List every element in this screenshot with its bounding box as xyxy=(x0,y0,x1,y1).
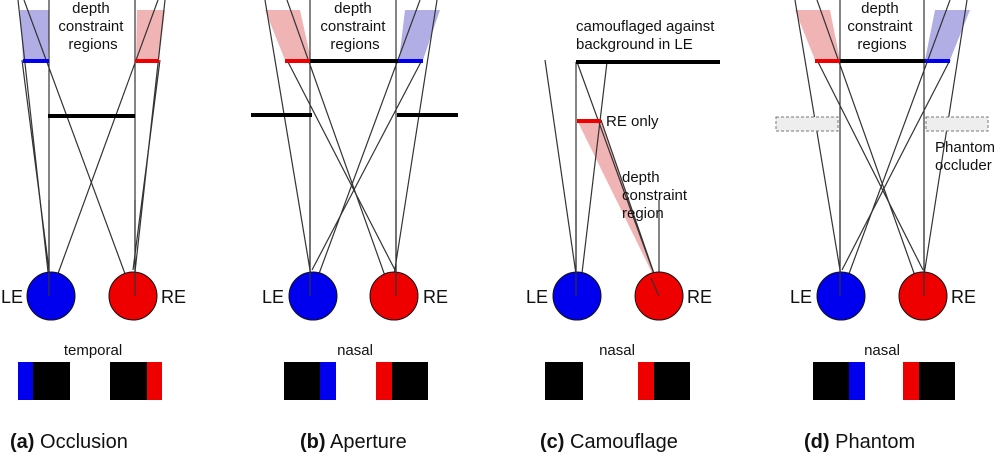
caption: (b) Aperture xyxy=(300,431,407,453)
le-label: LE xyxy=(262,287,284,307)
le-label: LE xyxy=(790,287,812,307)
le-label: LE xyxy=(526,287,548,307)
camouflage-label: camouflaged against background in LE xyxy=(576,18,719,53)
region-label: depth constraint regions xyxy=(320,0,389,53)
right-eye xyxy=(898,271,948,321)
caption: (d) Phantom xyxy=(804,431,915,453)
le-label: LE xyxy=(1,287,23,307)
re-label: RE xyxy=(161,287,186,307)
red-constraint-region xyxy=(795,10,840,60)
side-label: nasal xyxy=(864,342,900,359)
caption: (a) Occlusion xyxy=(10,431,128,453)
red-constraint-region xyxy=(265,10,311,60)
phantom-label: Phantom occluder xyxy=(935,139,999,174)
side-label: nasal xyxy=(337,342,373,359)
side-label: temporal xyxy=(64,342,122,359)
region-label: depth constraint regions xyxy=(847,0,916,53)
left-eye xyxy=(816,271,866,321)
re-only-label: RE only xyxy=(606,113,659,130)
side-label: nasal xyxy=(599,342,635,359)
left-eye xyxy=(552,271,602,321)
right-eye xyxy=(108,271,158,321)
phantom-occluder-right xyxy=(925,116,989,132)
panel-camouflage: camouflaged against background in LE RE … xyxy=(526,18,720,453)
panel-occlusion: depth constraint regions LE RE temporal … xyxy=(1,0,186,453)
re-label: RE xyxy=(423,287,448,307)
left-image xyxy=(545,362,583,400)
region-label: depth constraint regions xyxy=(58,0,127,53)
red-constraint-region xyxy=(577,120,658,285)
panel-phantom: depth constraint regions Phantom occlude… xyxy=(775,0,999,453)
caption: (c) Camouflage xyxy=(540,431,678,453)
left-eye xyxy=(26,271,76,321)
region-label: depth constraint region xyxy=(622,169,691,222)
phantom-occluder-left xyxy=(775,116,839,132)
re-label: RE xyxy=(951,287,976,307)
right-eye xyxy=(369,271,419,321)
blue-constraint-region xyxy=(399,10,440,60)
red-constraint-region xyxy=(136,10,165,60)
left-eye xyxy=(288,271,338,321)
re-label: RE xyxy=(687,287,712,307)
panel-aperture: depth constraint regions LE RE nasal (b)… xyxy=(251,0,458,453)
blue-constraint-region xyxy=(925,10,970,60)
